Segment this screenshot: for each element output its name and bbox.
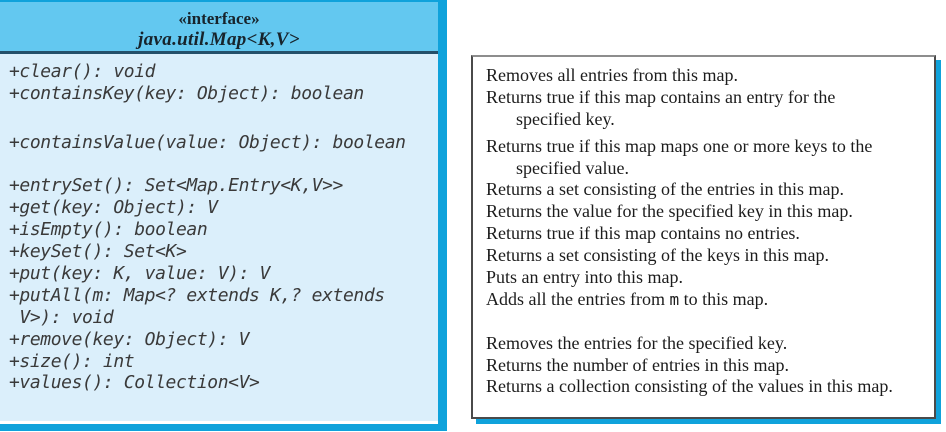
- method-line: +remove(key: Object): V: [9, 328, 250, 350]
- method-line: +values(): Collection<V>: [9, 372, 260, 394]
- description-line: Returns true if this map contains no ent…: [486, 223, 800, 244]
- uml-methods-compartment: +clear(): void +containsKey(key: Object)…: [0, 54, 438, 421]
- description-line: Returns a collection consisting of the v…: [486, 376, 893, 397]
- method-line: +containsKey(key: Object): boolean: [9, 82, 364, 104]
- description-line-blank: [486, 311, 934, 333]
- method-line: +keySet(): Set<K>: [9, 241, 187, 263]
- description-line-continuation: specified key.: [516, 108, 615, 129]
- description-line: Removes all entries from this map.: [486, 65, 738, 85]
- method-line-continuation: V>): void: [9, 306, 114, 328]
- description-line-continuation: specified value.: [516, 157, 629, 178]
- description-line: Adds all the entries from m to this map.: [486, 289, 934, 311]
- method-line: [9, 154, 438, 176]
- method-line: +isEmpty(): boolean: [9, 219, 208, 241]
- uml-class-box: «interface» java.util.Map<K,V> +clear():…: [0, 0, 447, 431]
- uml-header: «interface» java.util.Map<K,V>: [0, 2, 438, 54]
- method-line: [9, 105, 438, 127]
- method-line: +size(): int: [9, 350, 135, 372]
- method-line: +containsValue(value: Object): boolean: [9, 131, 406, 153]
- description-line: Returns a set consisting of the keys in …: [486, 245, 829, 266]
- description-box: Removes all entries from this map. Retur…: [471, 55, 936, 419]
- description-line: Returns the value for the specified key …: [486, 201, 853, 222]
- description-line: Returns true if this map contains an ent…: [486, 86, 836, 107]
- description-line: Returns a set consisting of the entries …: [486, 179, 844, 200]
- method-line: +put(key: K, value: V): V: [9, 263, 270, 285]
- description-line: Returns true if this map maps one or mor…: [486, 135, 873, 156]
- stereotype-label: «interface»: [178, 9, 260, 28]
- method-line: +putAll(m: Map<? extends K,? extends: [9, 284, 385, 306]
- description-line: Removes the entries for the specified ke…: [486, 332, 788, 353]
- description-text: Adds all the entries from: [486, 288, 670, 309]
- method-line: +entrySet(): Set<Map.Entry<K,V>>: [9, 175, 343, 197]
- description-line: Returns the number of entries in this ma…: [486, 354, 789, 375]
- code-identifier: m: [669, 289, 680, 309]
- class-name: java.util.Map<K,V>: [138, 29, 300, 50]
- method-line: +get(key: Object): V: [9, 197, 218, 219]
- description-text: to this map.: [679, 288, 769, 309]
- description-line: Puts an entry into this map.: [486, 267, 683, 288]
- method-line: +clear(): void: [9, 61, 156, 82]
